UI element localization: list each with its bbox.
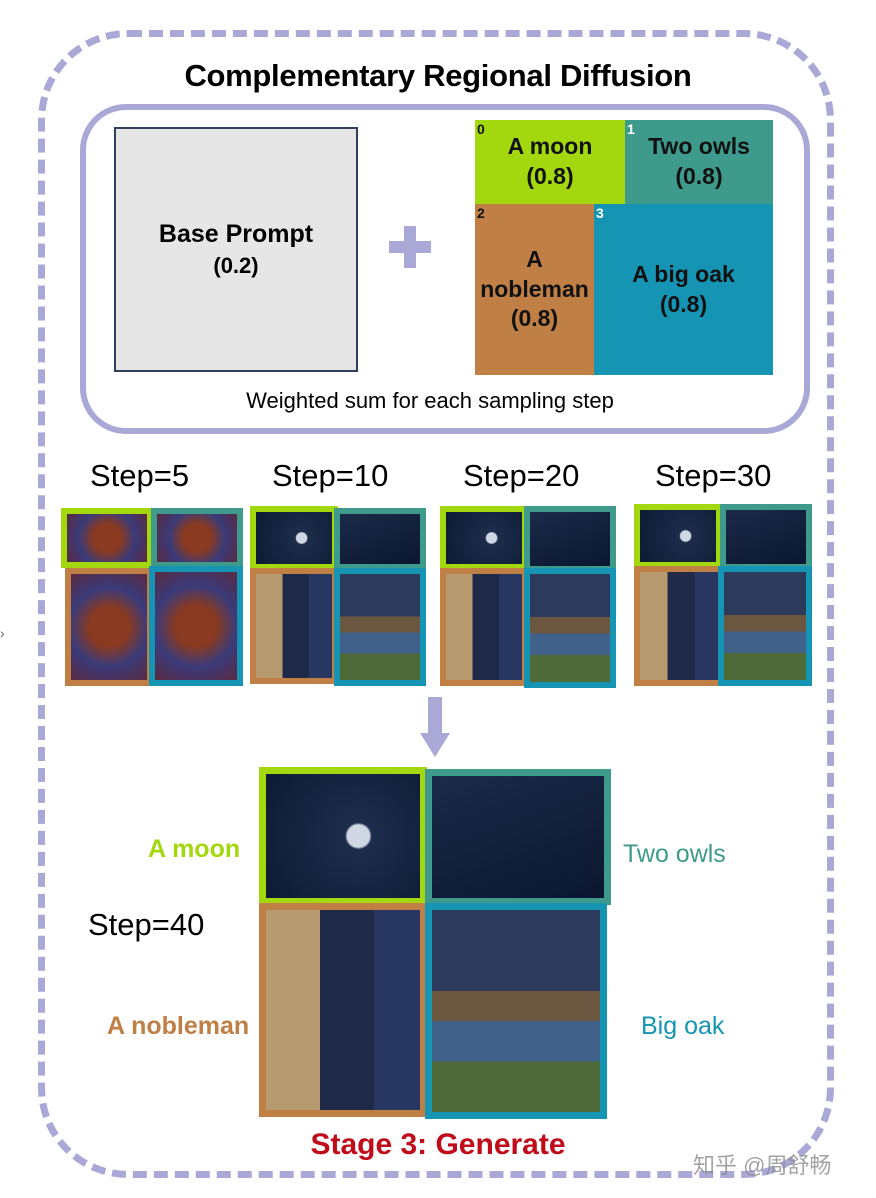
owls-region-image bbox=[334, 508, 426, 570]
step-label-40: Step=40 bbox=[88, 907, 205, 942]
owls-region-image bbox=[720, 504, 812, 570]
region-moon: 0 A moon (0.8) bbox=[475, 120, 625, 204]
oak-region-image bbox=[334, 568, 426, 686]
region-nobleman: 2 A nobleman (0.8) bbox=[475, 204, 594, 375]
region-label: A big oak bbox=[632, 260, 735, 287]
left-arrow-tick-icon: › bbox=[0, 625, 5, 641]
region-owls: 1 Two owls (0.8) bbox=[625, 120, 773, 204]
region-weight: (0.8) bbox=[675, 163, 723, 189]
region-index: 3 bbox=[596, 205, 604, 221]
region-weight: (0.8) bbox=[659, 290, 708, 317]
step-label-20: Step=20 bbox=[463, 458, 580, 493]
weighted-sum-caption: Weighted sum for each sampling step bbox=[246, 388, 614, 413]
region-weight: (0.8) bbox=[510, 305, 559, 332]
moon-region-image bbox=[440, 506, 528, 570]
plus-icon bbox=[389, 226, 431, 268]
owls-region-image bbox=[425, 769, 611, 905]
moon-region-image bbox=[259, 767, 427, 905]
down-arrow-icon bbox=[420, 697, 450, 757]
final-label-owls: Two owls bbox=[623, 840, 726, 868]
base-prompt-box: Base Prompt (0.2) bbox=[114, 127, 358, 372]
region-label: Two owls bbox=[648, 133, 750, 160]
nobleman-region-image bbox=[65, 568, 153, 686]
base-prompt-label: Base Prompt bbox=[158, 220, 314, 248]
region-index: 0 bbox=[477, 121, 485, 137]
region-weight: (0.8) bbox=[526, 163, 574, 189]
moon-region-image bbox=[250, 506, 338, 570]
moon-region-image bbox=[61, 508, 153, 568]
region-index: 1 bbox=[627, 121, 635, 137]
outer-dashed-frame bbox=[38, 30, 834, 1178]
final-label-oak: Big oak bbox=[641, 1012, 725, 1040]
final-label-nobleman: A nobleman bbox=[107, 1012, 250, 1040]
region-label: A moon bbox=[507, 133, 593, 160]
owls-region-image bbox=[524, 506, 616, 572]
oak-region-image bbox=[718, 566, 812, 686]
watermark: 知乎 @周舒畅 bbox=[693, 1153, 832, 1178]
region-index: 2 bbox=[477, 205, 485, 221]
step-label-30: Step=30 bbox=[655, 458, 772, 493]
final-label-moon: A moon bbox=[148, 835, 241, 863]
weighted-sum-panel bbox=[80, 104, 810, 434]
region-label-line2: nobleman bbox=[480, 275, 589, 302]
oak-region-image bbox=[425, 903, 607, 1119]
diagram-title: Complementary Regional Diffusion bbox=[184, 58, 692, 93]
nobleman-region-image bbox=[250, 568, 338, 684]
base-prompt-weight: (0.2) bbox=[213, 253, 259, 278]
step-label-10: Step=10 bbox=[272, 458, 389, 493]
region-label-line1: A bbox=[526, 245, 543, 272]
nobleman-region-image bbox=[634, 566, 724, 686]
region-oak: 3 A big oak (0.8) bbox=[594, 204, 773, 375]
moon-region-image bbox=[634, 504, 722, 568]
oak-region-image bbox=[524, 568, 616, 688]
oak-region-image bbox=[149, 566, 243, 686]
nobleman-region-image bbox=[259, 903, 427, 1117]
stage-title: Stage 3: Generate bbox=[310, 1128, 566, 1161]
step-label-5: Step=5 bbox=[90, 458, 190, 493]
owls-region-image bbox=[151, 508, 243, 568]
nobleman-region-image bbox=[440, 568, 528, 686]
